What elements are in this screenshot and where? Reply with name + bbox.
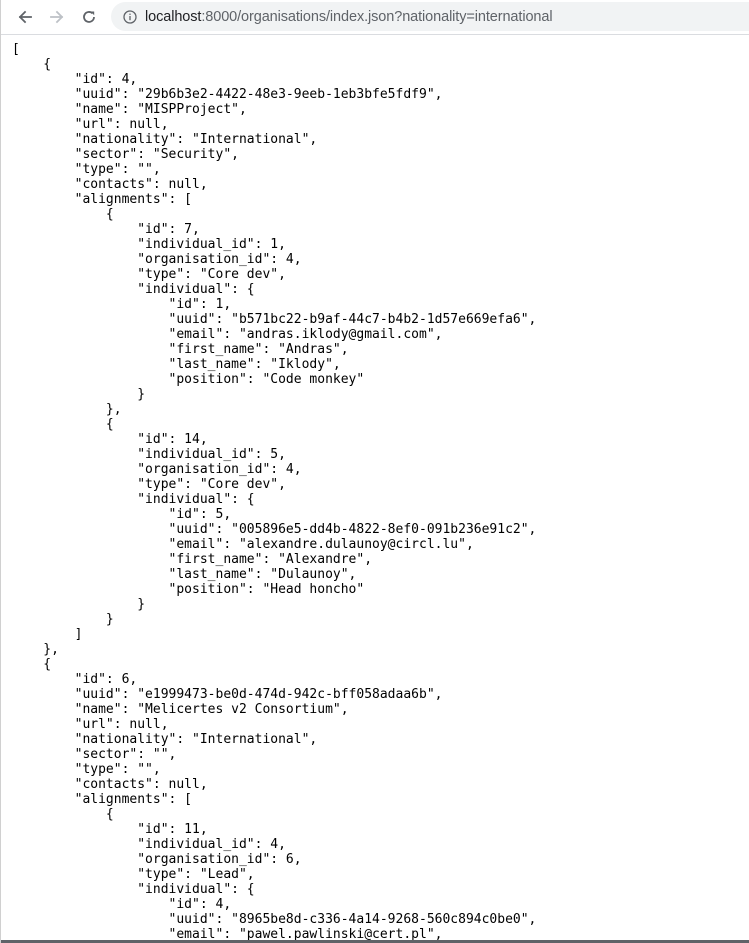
json-line: "type": "Core dev", [12,267,286,282]
json-line: }, [12,642,59,657]
url-path: :8000/organisations/index.json?nationali… [201,8,553,25]
page-content: [ { "id": 4, "uuid": "29b6b3e2-4422-48e3… [1,35,749,940]
json-line: } [12,387,146,402]
json-line: "name": "Melicertes v2 Consortium", [12,702,349,717]
url-host: localhost [145,8,202,25]
json-line: "uuid": "e1999473-be0d-474d-942c-bff058a… [12,687,443,702]
json-line: "uuid": "b571bc22-b9af-44c7-b4b2-1d57e66… [12,312,537,327]
url-text[interactable]: localhost:8000/organisations/index.json?… [145,8,553,25]
json-line: "id": 4, [12,897,232,912]
json-line: "nationality": "International", [12,732,318,747]
json-line: ] [12,627,83,642]
json-line: "alignments": [ [12,792,193,807]
json-line: "first_name": "Alexandre", [12,552,373,567]
json-line: "position": "Head honcho" [12,582,365,597]
browser-toolbar: localhost:8000/organisations/index.json?… [1,0,749,35]
json-line: "organisation_id": 4, [12,252,302,267]
reload-button[interactable] [75,3,103,31]
json-line: "uuid": "29b6b3e2-4422-48e3-9eeb-1eb3bfe… [12,87,443,102]
json-line: { [12,207,114,222]
json-line: "first_name": "Andras", [12,342,349,357]
json-line: } [12,612,114,627]
json-line: "email": "andras.iklody@gmail.com", [12,327,443,342]
json-line: { [12,417,114,432]
arrow-left-icon [17,9,33,25]
json-line: { [12,657,52,672]
json-line: "organisation_id": 4, [12,462,302,477]
json-line: "individual_id": 5, [12,447,286,462]
forward-button[interactable] [43,3,71,31]
back-button[interactable] [11,3,39,31]
json-line: "id": 11, [12,822,208,837]
json-line: "id": 4, [12,72,138,87]
json-viewer: [ { "id": 4, "uuid": "29b6b3e2-4422-48e3… [1,35,749,940]
info-circle-icon[interactable] [123,9,137,24]
json-line: "type": "", [12,162,161,177]
json-line: "organisation_id": 6, [12,852,302,867]
json-line: "type": "Lead", [12,867,255,882]
json-line: "type": "", [12,762,161,777]
json-line: "uuid": "005896e5-dd4b-4822-8ef0-091b236… [12,522,537,537]
json-line: { [12,807,114,822]
json-line: "individual": { [12,282,255,297]
json-line: "individual_id": 4, [12,837,286,852]
json-line: "id": 14, [12,432,208,447]
json-line: { [12,57,52,72]
address-bar[interactable]: localhost:8000/organisations/index.json?… [111,2,749,31]
json-line: "id": 1, [12,297,232,312]
json-line: "position": "Code monkey" [12,372,365,387]
json-line: "url": null, [12,117,169,132]
json-line: "id": 6, [12,672,138,687]
json-line: "sector": "Security", [12,147,239,162]
json-line: "last_name": "Iklody", [12,357,341,372]
json-line: "contacts": null, [12,777,208,792]
json-line: "contacts": null, [12,177,208,192]
json-line: }, [12,402,122,417]
bottom-edge [1,940,749,943]
json-line: "type": "Core dev", [12,477,286,492]
json-line: "last_name": "Dulaunoy", [12,567,357,582]
json-line: "email": "pawel.pawlinski@cert.pl", [12,927,443,940]
json-line: "individual": { [12,492,255,507]
json-line: "url": null, [12,717,169,732]
json-line: "individual": { [12,882,255,897]
reload-icon [81,9,97,25]
json-line: [ [12,42,20,57]
json-line: "nationality": "International", [12,132,318,147]
json-line: "id": 7, [12,222,200,237]
json-line: "alignments": [ [12,192,193,207]
json-line: "individual_id": 1, [12,237,286,252]
json-line: "uuid": "8965be8d-c336-4a14-9268-560c894… [12,912,537,927]
arrow-right-icon [49,9,65,25]
json-line: } [12,597,146,612]
json-line: "email": "alexandre.dulaunoy@circl.lu", [12,537,474,552]
json-line: "id": 5, [12,507,232,522]
json-line: "sector": "", [12,747,177,762]
json-line: "name": "MISPProject", [12,102,247,117]
